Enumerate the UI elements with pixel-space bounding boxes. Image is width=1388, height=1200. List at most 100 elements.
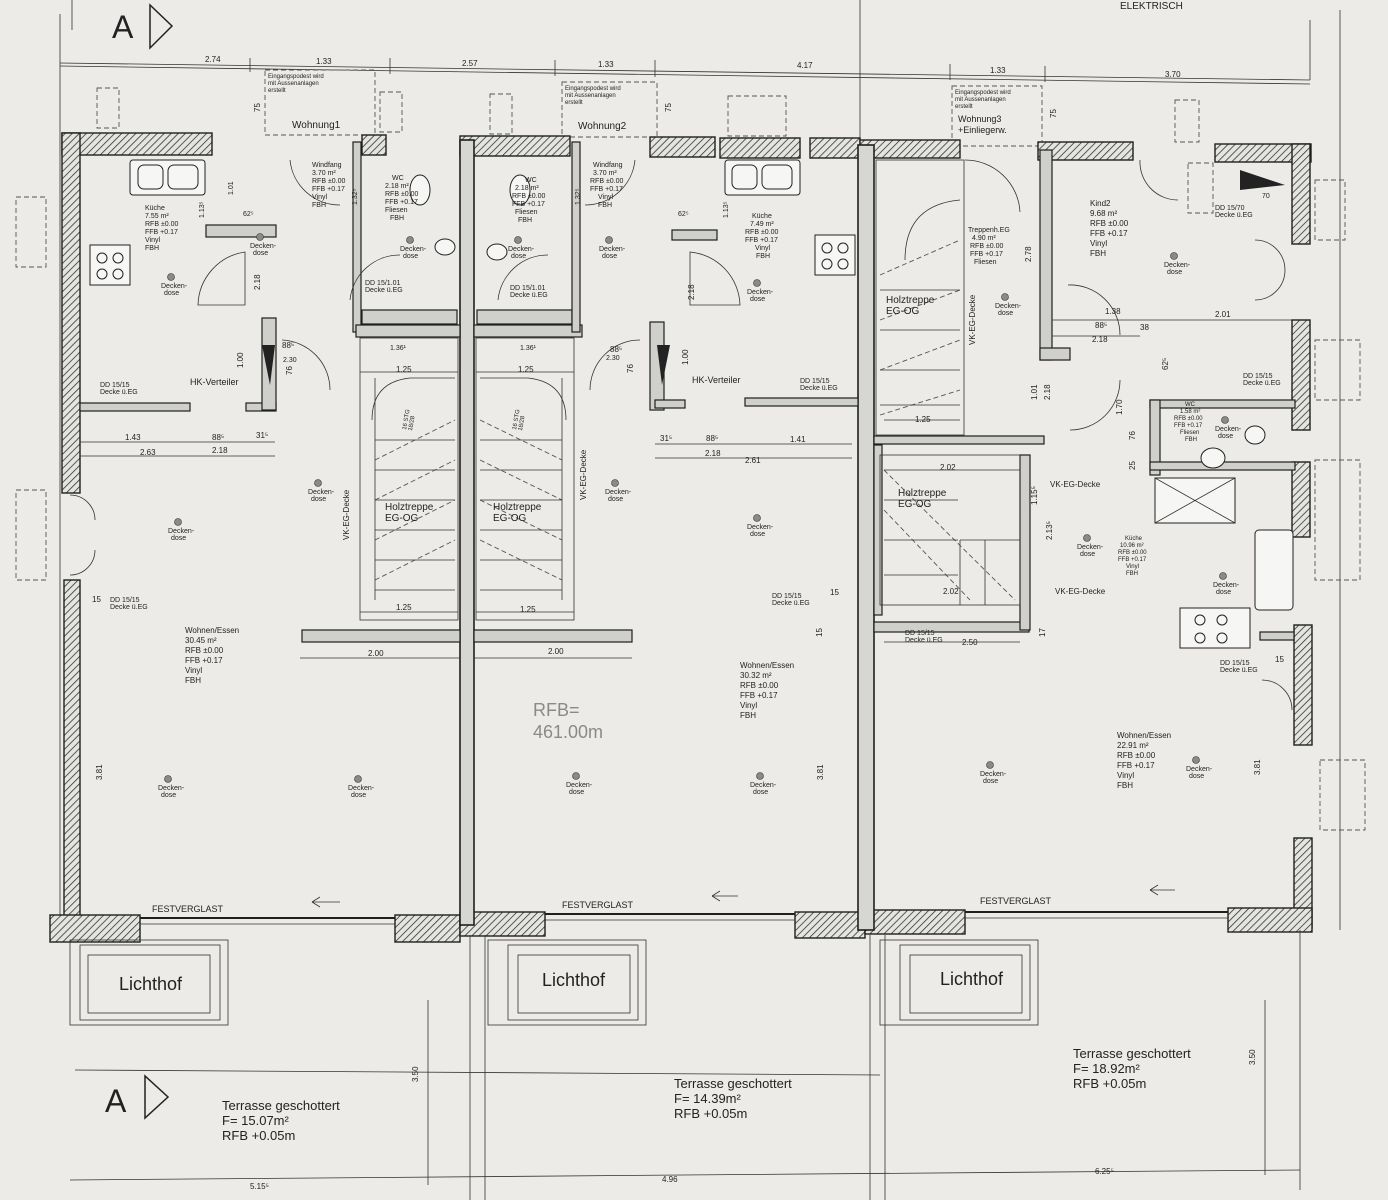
vk-eg-decke-3: VK-EG-Decke (968, 294, 977, 345)
dim-75-a: 75 (253, 103, 262, 112)
stair-house-3 (875, 159, 1021, 606)
ceiling-outlet-label: Decken-dose (158, 785, 185, 799)
stair-house-1 (359, 337, 459, 621)
dim-75-c: 75 (1049, 109, 1058, 118)
hk-verteiler-2: HK-Verteiler (692, 375, 741, 385)
ceiling-outlet-label: Decken-dose (1215, 426, 1242, 440)
ceiling-outlet-dot (406, 236, 414, 244)
ceiling-outlet-dot (1192, 756, 1200, 764)
dim-1-25-e: 1.25 (915, 415, 931, 424)
ceiling-outlet-dot (514, 236, 522, 244)
ceiling-outlet-label: Decken-dose (599, 246, 626, 260)
dim-76-c: 76 (626, 364, 635, 373)
dim-88-d: 88⁵ (282, 341, 294, 350)
dim-25: 25 (1128, 461, 1137, 470)
ceiling-outlet-dot (611, 479, 619, 487)
dim-62-a: 62⁵ (1161, 358, 1170, 370)
stair-house-2 (475, 337, 575, 621)
ceiling-outlet-dot (1219, 572, 1227, 580)
ceiling-outlet-dot (1170, 252, 1178, 260)
ceiling-outlet-dot (756, 772, 764, 780)
ceiling-outlet-dot (354, 775, 362, 783)
ceiling-outlet-dot (986, 761, 994, 769)
ceiling-outlet-dot (256, 233, 264, 241)
rfb-note: RFB=461.00m (533, 700, 603, 742)
ceiling-outlet-dot (1083, 534, 1091, 542)
ceiling-outlet-label: Decken-dose (566, 782, 593, 796)
dim-70: 70 (1262, 193, 1270, 200)
dim-1-25-c: 1.25 (396, 603, 412, 612)
dim-1-38: 1.38 (1105, 307, 1121, 316)
lichthof-2: Lichthof (542, 970, 606, 990)
dim-2-18-d: 2.18 (1043, 384, 1052, 400)
dim-62-b: 62⁵ (243, 211, 254, 218)
dim-1-25-d: 1.25 (520, 605, 536, 614)
dim-1-15: 1.15⁵ (1030, 486, 1039, 505)
dim-1-01-a: 1.01 (1030, 384, 1039, 400)
dim-1-41: 1.41 (790, 435, 806, 444)
lichthof-1: Lichthof (119, 974, 183, 994)
dim-15-a: 15 (92, 595, 101, 604)
dim-88-a: 88⁵ (212, 433, 224, 442)
top-dimension-ticks (249, 58, 1046, 82)
dim-2-30-b: 2.30 (606, 355, 620, 362)
ceiling-outlet-dot (605, 236, 613, 244)
dim-1-13-b: 1.13⁵ (723, 201, 730, 218)
ceiling-outlet-label: Decken-dose (1186, 766, 1213, 780)
interior-walls (79, 141, 1296, 643)
top-dimension-lines (59, 0, 1341, 940)
dim-62-c: 62⁵ (678, 211, 689, 218)
dim-2-18-b: 2.18 (705, 449, 721, 458)
ceiling-outlet-label: Decken-dose (980, 771, 1007, 785)
ceiling-outlet-label: Decken-dose (750, 782, 777, 796)
dim-1-00-b: 1.00 (681, 349, 690, 365)
dim-bottom-3: 6.25⁵ (1095, 1167, 1114, 1176)
dim-2-01: 2.01 (1215, 310, 1231, 319)
dim-top-5: 4.17 (797, 61, 813, 70)
dim-3-50-b: 3.50 (1248, 1049, 1257, 1065)
dim-76-a: 76 (1128, 431, 1137, 440)
fixtures (89, 159, 1294, 649)
dim-2-13: 2.13⁵ (1045, 521, 1054, 540)
dim-1-32-b: 1.32⁵ (575, 188, 582, 205)
dim-bottom-2: 4.96 (662, 1175, 678, 1184)
dim-1-00-a: 1.00 (236, 352, 245, 368)
ceiling-outlet-dot (314, 479, 322, 487)
dim-1-70: 1.70 (1115, 399, 1124, 415)
dim-2-30-a: 2.30 (283, 357, 297, 364)
ceiling-outlet-label: Decken-dose (605, 489, 632, 503)
dim-15-c: 15 (1275, 655, 1284, 664)
ceiling-outlet-dot (1221, 416, 1229, 424)
unit-name-1: Wohnung1 (292, 120, 341, 131)
section-marker-bottom-letter: A (105, 1083, 127, 1119)
ceiling-outlet-label: Decken-dose (308, 489, 335, 503)
stair-steps-2: 16 STG18/28 (512, 409, 527, 432)
dim-15-d: 15 (815, 628, 824, 637)
dim-76-b: 76 (285, 366, 294, 375)
dim-1-25-b: 1.25 (518, 365, 534, 374)
hk-verteiler-1: HK-Verteiler (190, 377, 239, 387)
sheet-top-label: ELEKTRISCH (1120, 1, 1183, 12)
dim-2-02-a: 2.02 (940, 463, 956, 472)
dim-88-e: 88⁵ (610, 345, 622, 354)
section-marker-top: A (112, 3, 174, 50)
dim-2-50: 2.50 (962, 638, 978, 647)
vk-eg-decke-5: VK-EG-Decke (1055, 587, 1106, 596)
festverglast-2: FESTVERGLAST (562, 900, 634, 910)
dim-top-4: 1.33 (598, 60, 614, 69)
stair-steps-1: 16 STG18/28 (402, 409, 417, 432)
festverglast-3: FESTVERGLAST (980, 896, 1052, 906)
ceiling-outlet-label: Decken-dose (747, 524, 774, 538)
unit-name-3: Wohnung3+Einliegerw. (958, 114, 1007, 135)
